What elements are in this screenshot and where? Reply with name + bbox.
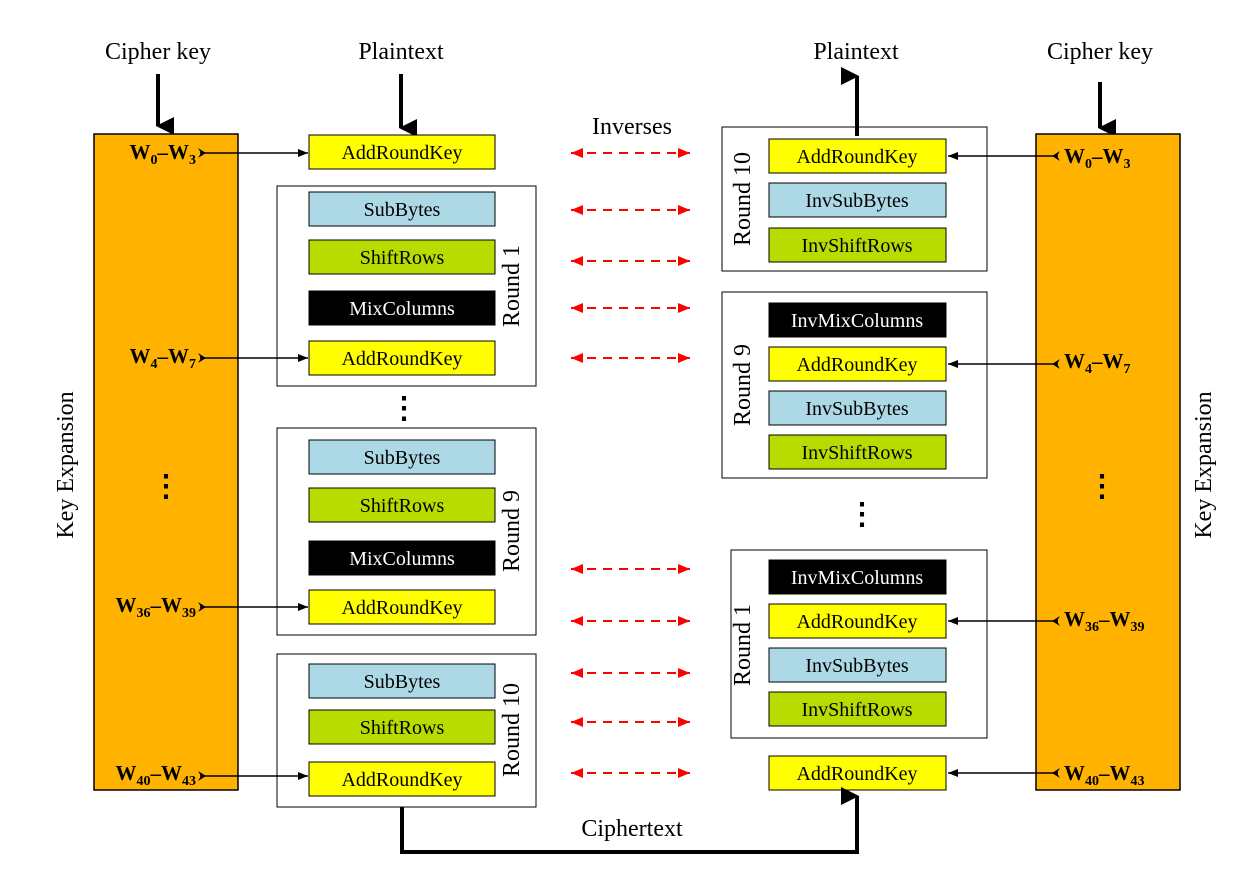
key-expansion-left-bar xyxy=(93,133,239,791)
cipher-round-1-addroundkey: AddRoundKey xyxy=(308,340,496,376)
svg-text:SubBytes: SubBytes xyxy=(364,447,441,469)
decipher-round-10-invsubbytes: InvSubBytes xyxy=(768,182,947,218)
decipher-rounds-ellipsis: ⋮ xyxy=(847,498,877,531)
cipher-round-10-addroundkey: AddRoundKey xyxy=(308,761,496,797)
decipher-final-add-round-key: AddRoundKey xyxy=(768,755,947,791)
ciphertext-arrow xyxy=(400,787,859,854)
svg-text:InvSubBytes: InvSubBytes xyxy=(805,398,909,420)
svg-text:InvShiftRows: InvShiftRows xyxy=(801,235,912,257)
decipher-round-1-label: Round 1 xyxy=(730,604,756,686)
cipher-key-right-label: Cipher key xyxy=(1047,39,1153,65)
decipher-round-9-box xyxy=(721,291,988,479)
key-expansion-left-ellipsis: ⋮ xyxy=(151,470,181,503)
key-expansion-right-ellipsis: ⋮ xyxy=(1087,470,1117,503)
inverses-label: Inverses xyxy=(592,114,672,140)
word-label-w4-w7-left: W4–W7 xyxy=(130,344,197,372)
decipher-round-10-box xyxy=(721,126,988,272)
word-label-w40-w43-left: W40–W43 xyxy=(116,761,197,789)
svg-text:ShiftRows: ShiftRows xyxy=(360,495,445,517)
cipher-round-9-box xyxy=(276,427,537,636)
cipher-round-9-subbytes: SubBytes xyxy=(308,439,496,475)
svg-text:InvShiftRows: InvShiftRows xyxy=(801,699,912,721)
word-label-w0-w3-right: W0–W3 xyxy=(1064,144,1131,172)
decipher-round-10-label: Round 10 xyxy=(730,152,756,246)
word-label-w36-w39-left: W36–W39 xyxy=(116,593,197,621)
decipher-round-1-invsubbytes: InvSubBytes xyxy=(768,647,947,683)
word-label-w36-w39-right: W36–W39 xyxy=(1064,607,1145,635)
svg-text:InvMixColumns: InvMixColumns xyxy=(791,310,923,332)
plaintext-right-label: Plaintext xyxy=(813,39,899,65)
op-label: AddRoundKey xyxy=(341,142,462,164)
cipher-round-10-box xyxy=(276,653,537,808)
cipher-round-9-shiftrows: ShiftRows xyxy=(308,487,496,523)
decipher-round-9-label: Round 9 xyxy=(730,344,756,426)
decipher-round-1-invmixcolumns: InvMixColumns xyxy=(768,559,947,595)
word-label-w40-w43-right: W40–W43 xyxy=(1064,761,1145,789)
inverse-arrows xyxy=(571,148,690,778)
cipher-round-1-mixcolumns: MixColumns xyxy=(308,290,496,326)
svg-text:AddRoundKey: AddRoundKey xyxy=(341,348,462,370)
svg-text:InvSubBytes: InvSubBytes xyxy=(805,655,909,677)
svg-text:AddRoundKey: AddRoundKey xyxy=(341,597,462,619)
svg-text:AddRoundKey: AddRoundKey xyxy=(796,763,917,785)
cipher-round-1-subbytes: SubBytes xyxy=(308,191,496,227)
cipher-round-9-label: Round 9 xyxy=(499,490,525,572)
key-expansion-left-label: Key Expansion xyxy=(53,391,79,538)
cipher-rounds-ellipsis: ⋮ xyxy=(389,392,419,425)
decipher-round-10-addroundkey: AddRoundKey xyxy=(768,138,947,174)
cipher-round-1-label: Round 1 xyxy=(499,245,525,327)
svg-text:SubBytes: SubBytes xyxy=(364,671,441,693)
decipher-round-9-addroundkey: AddRoundKey xyxy=(768,346,947,382)
decipher-round-9-invmixcolumns: InvMixColumns xyxy=(768,302,947,338)
cipher-round-10-subbytes: SubBytes xyxy=(308,663,496,699)
cipher-round-9-addroundkey: AddRoundKey xyxy=(308,589,496,625)
cipher-round-1-box xyxy=(276,185,537,387)
ciphertext-label: Ciphertext xyxy=(581,816,683,842)
decipher-round-9-invshiftrows: InvShiftRows xyxy=(768,434,947,470)
decipher-round-1-addroundkey: AddRoundKey xyxy=(768,603,947,639)
key-expansion-right-bar xyxy=(1035,133,1181,791)
svg-text:MixColumns: MixColumns xyxy=(349,548,455,570)
cipher-key-left-label: Cipher key xyxy=(105,39,211,65)
cipher-round-10-label: Round 10 xyxy=(499,683,525,777)
word-label-w4-w7-right: W4–W7 xyxy=(1064,349,1131,377)
svg-text:InvSubBytes: InvSubBytes xyxy=(805,190,909,212)
decipher-round-10-invshiftrows: InvShiftRows xyxy=(768,227,947,263)
key-expansion-right-label: Key Expansion xyxy=(1191,391,1217,538)
svg-text:InvShiftRows: InvShiftRows xyxy=(801,442,912,464)
svg-text:AddRoundKey: AddRoundKey xyxy=(341,769,462,791)
cipher-round-9-mixcolumns: MixColumns xyxy=(308,540,496,576)
svg-text:AddRoundKey: AddRoundKey xyxy=(796,611,917,633)
svg-text:ShiftRows: ShiftRows xyxy=(360,247,445,269)
decipher-round-9-invsubbytes: InvSubBytes xyxy=(768,390,947,426)
decipher-round-1-invshiftrows: InvShiftRows xyxy=(768,691,947,727)
decipher-round-1-box xyxy=(730,549,988,739)
plaintext-left-label: Plaintext xyxy=(358,39,444,65)
svg-text:ShiftRows: ShiftRows xyxy=(360,717,445,739)
word-label-w0-w3-left: W0–W3 xyxy=(130,140,197,168)
svg-text:InvMixColumns: InvMixColumns xyxy=(791,567,923,589)
cipher-round-10-shiftrows: ShiftRows xyxy=(308,709,496,745)
svg-text:SubBytes: SubBytes xyxy=(364,199,441,221)
svg-text:AddRoundKey: AddRoundKey xyxy=(796,354,917,376)
cipher-initial-add-round-key: AddRoundKey xyxy=(308,134,496,170)
cipher-round-1-shiftrows: ShiftRows xyxy=(308,239,496,275)
svg-text:AddRoundKey: AddRoundKey xyxy=(796,146,917,168)
svg-text:MixColumns: MixColumns xyxy=(349,298,455,320)
